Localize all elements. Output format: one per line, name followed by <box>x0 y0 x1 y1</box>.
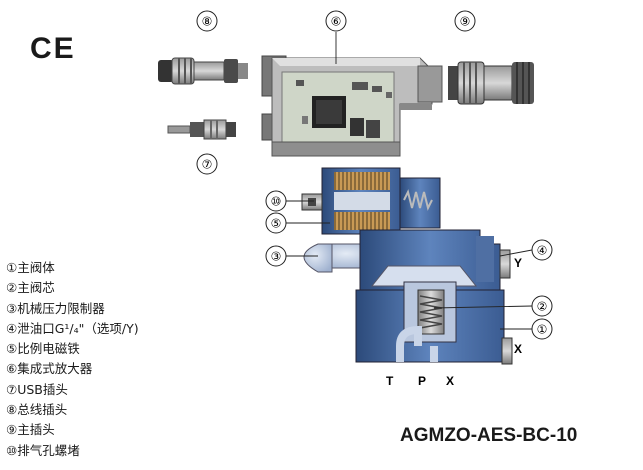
callout-5: ⑤ <box>265 212 287 234</box>
legend-item: ⑦USB插头 <box>6 381 68 397</box>
svg-text:⑦: ⑦ <box>202 158 213 172</box>
legend-item: ⑥集成式放大器 <box>6 361 93 377</box>
svg-text:⑧: ⑧ <box>202 15 213 29</box>
model-number: AGMZO-AES-BC-10 <box>400 425 578 446</box>
svg-text:⑨: ⑨ <box>460 15 471 29</box>
port-label-p: P <box>418 374 426 388</box>
legend-item: ①主阀体 <box>6 260 55 275</box>
integrated-amplifier <box>261 55 443 157</box>
callout-9: ⑨ <box>454 10 476 32</box>
callout-2: ② <box>531 295 553 317</box>
callout-10: ⑩ <box>265 190 287 212</box>
component-legend: ①主阀体 ②主阀芯 ③机械压力限制器 ④泄油口G¹/₄"（选项/Y) ⑤比例电磁… <box>6 258 139 461</box>
svg-text:①: ① <box>537 323 548 337</box>
legend-item: ⑩排气孔螺堵 <box>6 442 80 458</box>
legend-item: ⑧总线插头 <box>6 402 68 418</box>
callout-1: ① <box>531 318 553 340</box>
callout-7: ⑦ <box>196 153 218 175</box>
svg-text:⑩: ⑩ <box>271 195 282 209</box>
legend-item: ④泄油口G¹/₄"（选项/Y) <box>6 320 139 336</box>
proportional-solenoid <box>301 167 441 235</box>
ce-mark-logo: CE <box>30 32 76 65</box>
usb-plug-connector <box>167 119 236 140</box>
port-label-t: T <box>386 374 394 388</box>
svg-text:⑤: ⑤ <box>271 217 282 231</box>
callout-3: ③ <box>265 245 287 267</box>
svg-text:⑥: ⑥ <box>331 15 342 29</box>
legend-item: ⑤比例电磁铁 <box>6 341 80 357</box>
svg-text:③: ③ <box>271 250 282 264</box>
main-plug-connector <box>448 61 534 105</box>
main-valve-body <box>355 229 513 365</box>
callout-4: ④ <box>531 239 553 261</box>
legend-item: ③机械压力限制器 <box>6 300 105 316</box>
port-label-x-bottom: X <box>446 374 454 388</box>
legend-item: ⑨主插头 <box>6 422 55 438</box>
legend-item: ②主阀芯 <box>6 280 55 296</box>
leader-lines <box>286 32 533 330</box>
callout-8: ⑧ <box>196 10 218 32</box>
svg-text:②: ② <box>537 300 548 314</box>
port-label-x-side: X <box>514 342 522 356</box>
svg-text:④: ④ <box>537 244 548 258</box>
bus-plug-connector <box>158 57 248 85</box>
port-label-y: Y <box>514 256 522 270</box>
callout-6: ⑥ <box>325 10 347 32</box>
